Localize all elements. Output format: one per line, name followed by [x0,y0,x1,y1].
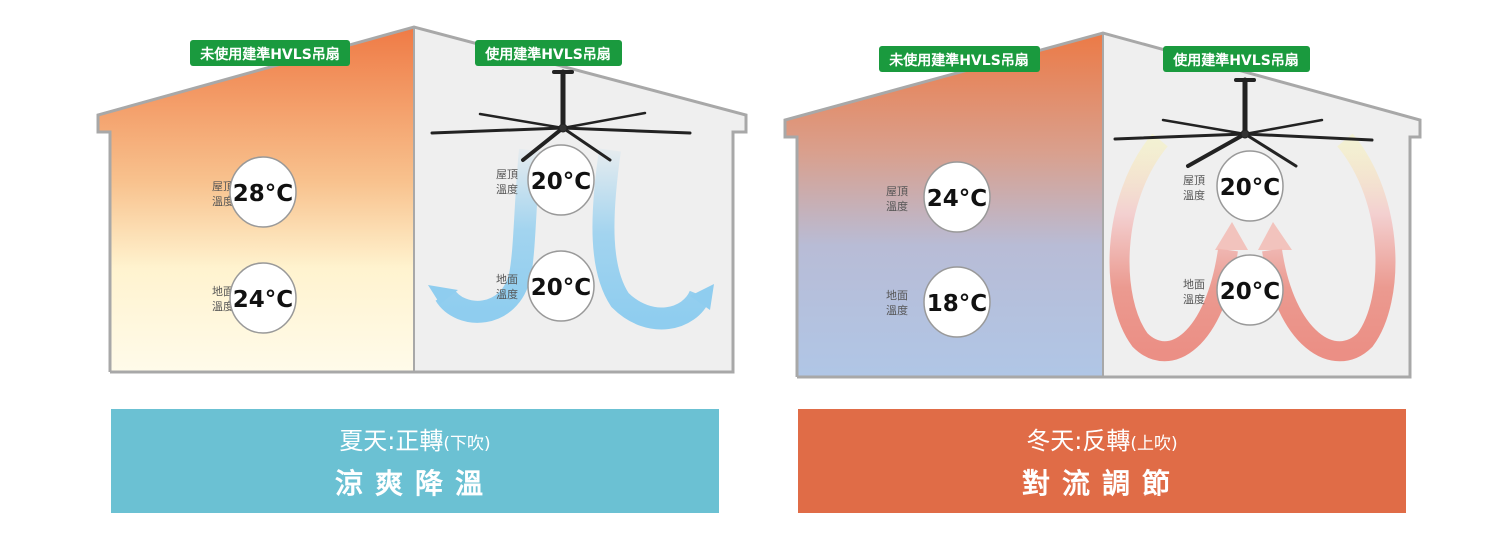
arrow-head-right [1258,222,1292,250]
arrow-head-right [690,284,714,310]
svg-text:溫度: 溫度 [1183,292,1205,306]
house-outline [96,25,748,374]
floor-temp-badge: 地面 溫度 18°C [886,266,991,338]
svg-text:18°C: 18°C [927,291,987,317]
svg-text:未使用建準HVLS吊扇: 未使用建準HVLS吊扇 [200,46,340,63]
label-without-fan: 未使用建準HVLS吊扇 [190,40,350,66]
svg-text:溫度: 溫度 [496,182,518,196]
svg-text:屋頂: 屋頂 [1183,174,1205,187]
svg-text:地面: 地面 [1183,278,1205,291]
arrow-head-left [428,285,458,304]
floor-temp-badge: 地面 溫度 20°C [1183,254,1284,326]
svg-text:使用建準HVLS吊扇: 使用建準HVLS吊扇 [484,46,611,63]
ceiling-temp-badge: 屋頂 溫度 20°C [1183,150,1284,222]
svg-text:溫度: 溫度 [1183,188,1205,202]
banner-title: 冬天:反轉 [1026,427,1131,455]
svg-text:使用建準HVLS吊扇: 使用建準HVLS吊扇 [1172,52,1299,69]
svg-text:屋頂: 屋頂 [886,185,908,198]
svg-text:28°C: 28°C [233,181,293,207]
winter-banner: 冬天:反轉(上吹) 對流調節 [798,409,1406,513]
label-with-fan: 使用建準HVLS吊扇 [1163,46,1310,72]
house-outline [783,31,1422,379]
banner-note: (上吹) [1130,434,1178,454]
summer-house: 未使用建準HVLS吊扇 使用建準HVLS吊扇 屋頂 溫度 28°C 地面 溫度 … [96,25,748,374]
ceiling-temp-badge: 屋頂 溫度 28°C [212,156,297,228]
upward-airflow-arrows [1109,133,1396,362]
svg-text:20°C: 20°C [531,275,591,301]
banner-note: (下吹) [443,434,491,454]
svg-text:20°C: 20°C [1220,175,1280,201]
svg-text:溫度: 溫度 [886,303,908,317]
svg-text:地面: 地面 [886,289,908,302]
floor-temp-badge: 地面 溫度 24°C [212,262,297,334]
ceiling-temp-badge: 屋頂 溫度 24°C [886,161,991,233]
svg-text:屋頂: 屋頂 [496,168,518,181]
arrow-head-left [1215,222,1248,250]
banner-subtitle: 對流調節 [1021,467,1182,500]
svg-text:未使用建準HVLS吊扇: 未使用建準HVLS吊扇 [889,52,1029,69]
svg-text:溫度: 溫度 [886,199,908,213]
downward-airflow-arrows [435,148,711,330]
label-without-fan: 未使用建準HVLS吊扇 [879,46,1040,72]
hvls-fan-icon [430,69,692,162]
summer-banner: 夏天:正轉(下吹) 涼爽降溫 [111,409,719,513]
hvls-fan-icon [1113,77,1374,168]
svg-text:地面: 地面 [212,285,234,298]
svg-text:溫度: 溫度 [212,194,234,208]
banner-title: 夏天:正轉 [339,427,444,455]
svg-text:20°C: 20°C [531,169,591,195]
floor-temp-badge: 地面 溫度 20°C [496,250,595,322]
ceiling-temp-badge: 屋頂 溫度 20°C [496,144,595,216]
svg-text:24°C: 24°C [233,287,293,313]
svg-text:溫度: 溫度 [496,287,518,301]
svg-text:20°C: 20°C [1220,279,1280,305]
svg-text:地面: 地面 [496,273,518,286]
svg-text:屋頂: 屋頂 [212,180,234,193]
banner-subtitle: 涼爽降溫 [334,467,495,500]
winter-house: 未使用建準HVLS吊扇 使用建準HVLS吊扇 屋頂 溫度 24°C 地面 溫度 … [783,31,1422,379]
svg-text:24°C: 24°C [927,186,987,212]
label-with-fan: 使用建準HVLS吊扇 [475,40,622,66]
svg-text:溫度: 溫度 [212,299,234,313]
